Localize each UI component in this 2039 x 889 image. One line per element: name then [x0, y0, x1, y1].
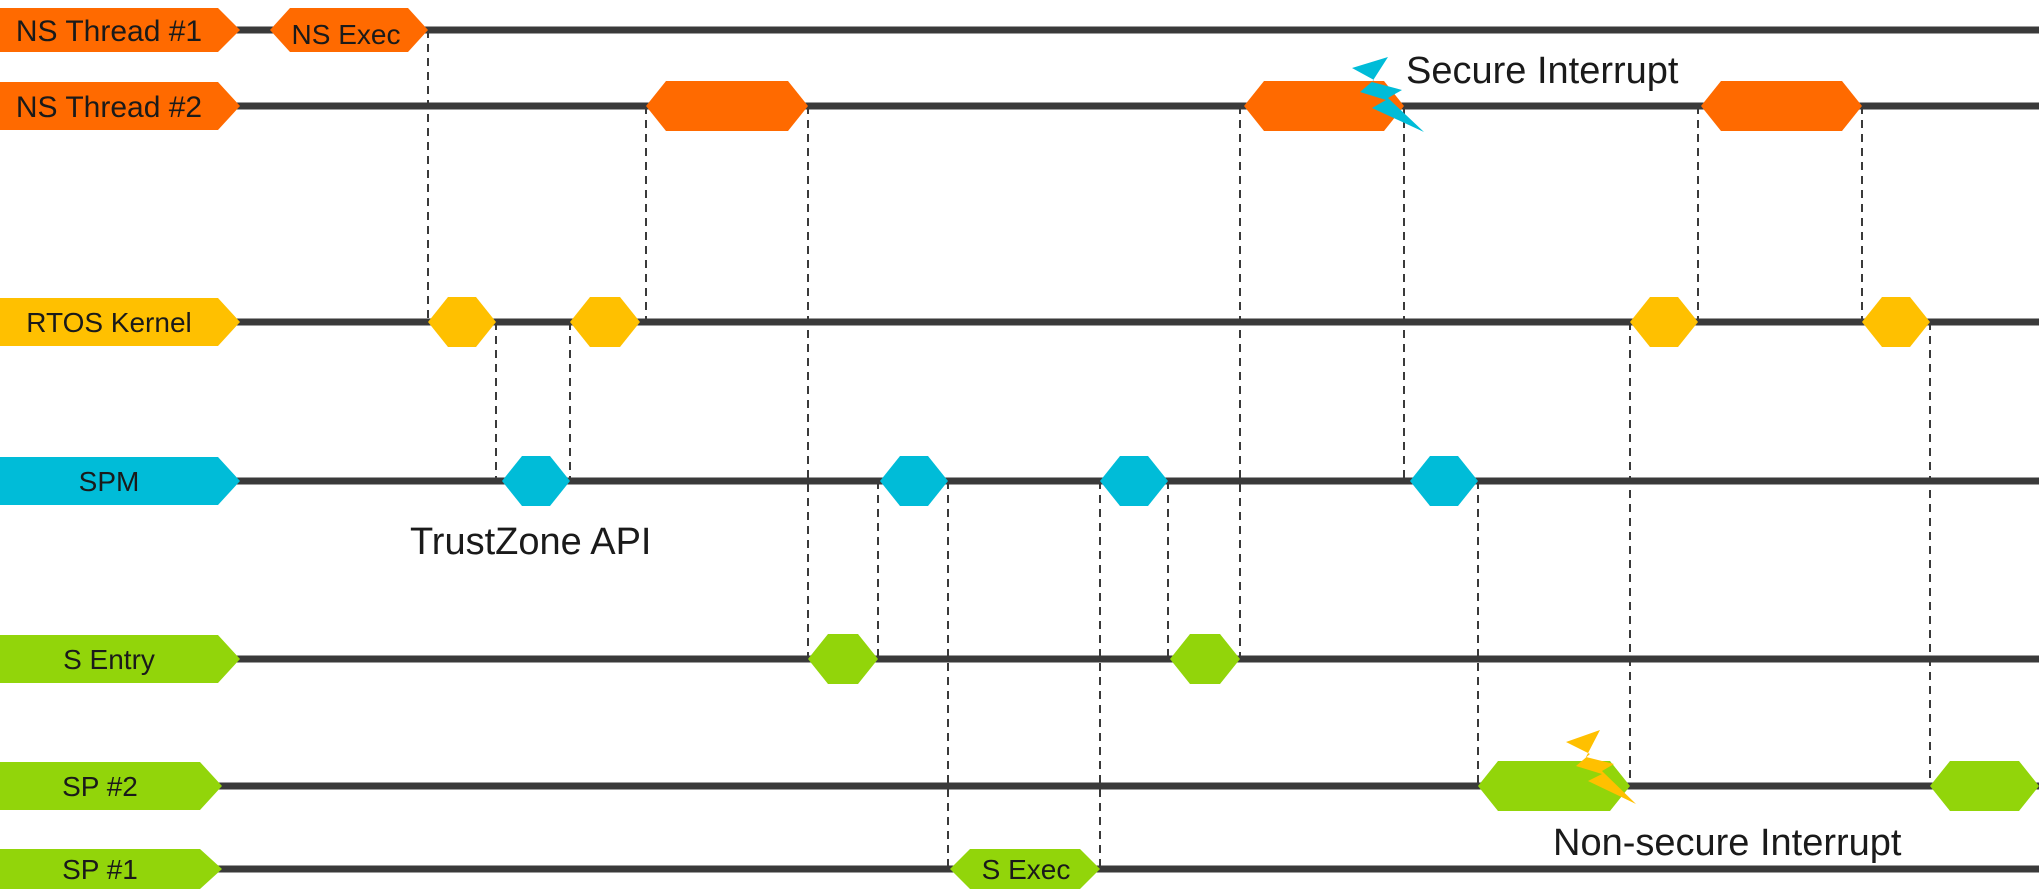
sp2-exec-block	[1478, 761, 1630, 811]
s-entry-block	[808, 634, 878, 684]
secure-interrupt-label: Secure Interrupt	[1406, 50, 1679, 92]
rtos-kernel-block	[1862, 297, 1930, 347]
nonsecure-interrupt-label: Non-secure Interrupt	[1553, 822, 1902, 864]
transition-connectors	[427, 30, 1931, 869]
s-exec-block	[950, 849, 1100, 889]
trustzone-api-label: TrustZone API	[410, 521, 651, 563]
lane-tag-sp1	[0, 849, 222, 889]
lightning-bolt-icon	[1566, 730, 1636, 804]
ns-thread2-block	[646, 81, 808, 131]
spm-block	[880, 456, 948, 506]
spm-block	[1410, 456, 1478, 506]
lane-tag-sentry	[0, 635, 240, 683]
lane-lines	[218, 26, 2039, 873]
lane-label-sentry: S Entry	[63, 644, 155, 675]
lane-tag-sp2	[0, 762, 222, 810]
rtos-kernel-block	[428, 297, 496, 347]
lane-label-ns2: NS Thread #2	[16, 91, 202, 124]
lane-label-rtos: RTOS Kernel	[26, 307, 191, 338]
ns-thread2-block	[1701, 81, 1862, 131]
lane-label-ns1: NS Thread #1	[16, 15, 202, 48]
spm-block	[502, 456, 570, 506]
sp2-exec-block	[1930, 761, 2039, 811]
lane-tag-ns2	[0, 82, 240, 130]
lane-tag-ns1	[0, 8, 240, 52]
spm-block	[1100, 456, 1168, 506]
rtos-kernel-block	[1630, 297, 1698, 347]
ns-exec-label: NS Exec	[292, 19, 401, 50]
lane-tag-rtos	[0, 298, 240, 346]
lane-label-sp2: SP #2	[62, 771, 138, 802]
lane-tag-spm	[0, 457, 240, 505]
ns-thread2-block	[1244, 81, 1404, 131]
lightning-bolt-icon	[1352, 57, 1424, 132]
lane-label-sp1: SP #1	[62, 854, 138, 885]
s-entry-block	[1170, 634, 1240, 684]
lane-label-spm: SPM	[79, 466, 140, 497]
ns-exec-block	[270, 8, 428, 52]
execution-blocks	[270, 8, 2039, 889]
rtos-kernel-block	[570, 297, 640, 347]
s-exec-label: S Exec	[982, 854, 1071, 885]
